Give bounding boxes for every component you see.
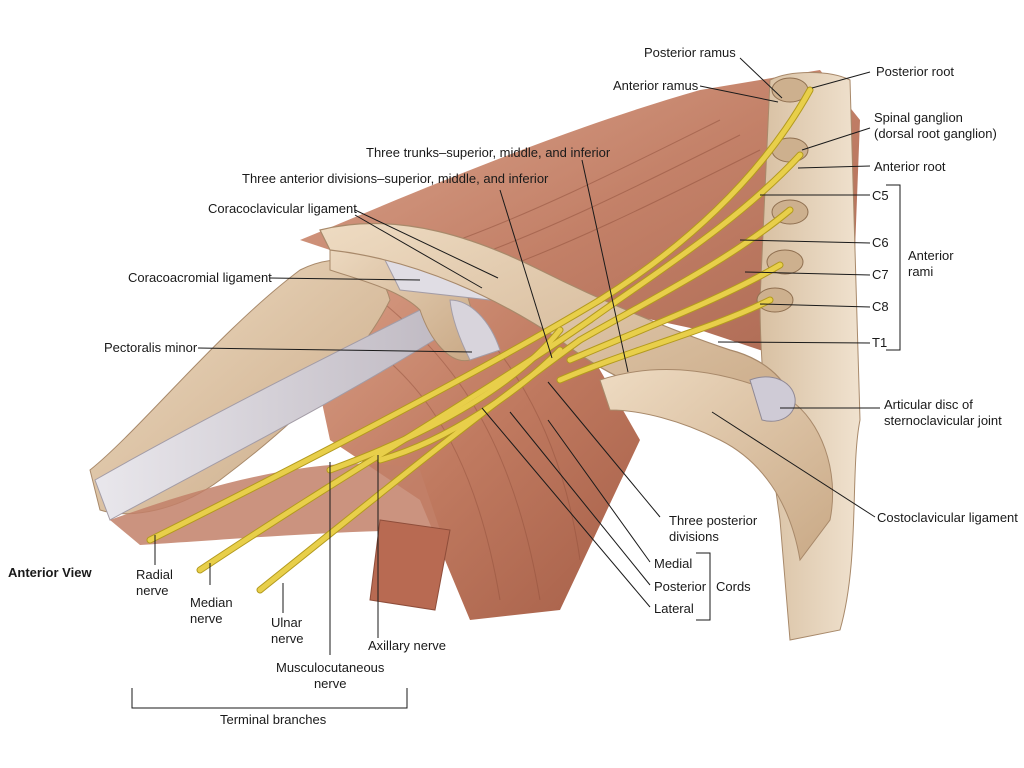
- label-spinal-ganglion: Spinal ganglion (dorsal root ganglion): [874, 110, 997, 141]
- arm-muscle-lower: [110, 463, 440, 545]
- leader-lines: [131, 57, 901, 709]
- label-radial-nerve: Radial nerve: [136, 567, 173, 598]
- label-coracoclavicular-ligament: Coracoclavicular ligament: [208, 201, 357, 216]
- label-ulnar-nerve: Ulnar nerve: [271, 615, 304, 646]
- pectoralis-minor-insertion: [449, 299, 501, 361]
- label-costoclavicular-ligament: Costoclavicular ligament: [877, 510, 1018, 525]
- label-anterior-root: Anterior root: [874, 159, 946, 174]
- label-t1: T1: [872, 335, 888, 350]
- label-articular-disc: Articular disc of sternoclavicular joint: [884, 397, 1002, 428]
- neck-muscles: [300, 70, 860, 380]
- label-lateral: Lateral: [654, 601, 694, 616]
- label-three-anterior-divisions: Three anterior divisions–superior, middl…: [242, 171, 549, 186]
- view-label: Anterior View: [8, 565, 92, 580]
- arm-muscle-cut: [369, 519, 451, 611]
- label-posterior: Posterior: [654, 579, 707, 594]
- sternoclavicular-joint: [749, 376, 796, 422]
- cervical-spine: [759, 72, 861, 641]
- label-c6: C6: [872, 235, 889, 250]
- label-anterior-rami: Anterior rami: [908, 248, 954, 279]
- label-cords: Cords: [716, 579, 751, 594]
- label-axillary-nerve: Axillary nerve: [368, 638, 447, 653]
- label-anterior-ramus: Anterior ramus: [613, 78, 699, 93]
- brachial-plexus-nerves: [146, 86, 814, 594]
- label-three-posterior-divisions: Three posterior divisions: [669, 513, 758, 544]
- label-posterior-ramus: Posterior ramus: [644, 45, 736, 60]
- label-c5: C5: [872, 188, 889, 203]
- label-median-nerve: Median nerve: [190, 595, 233, 626]
- label-c7: C7: [872, 267, 889, 282]
- label-terminal-branches: Terminal branches: [220, 712, 327, 727]
- label-coracoacromial-ligament: Coracoacromial ligament: [128, 270, 272, 285]
- label-posterior-root: Posterior root: [876, 64, 955, 79]
- label-musculocutaneous-nerve: Musculocutaneous nerve: [276, 660, 385, 691]
- label-c8: C8: [872, 299, 889, 314]
- label-medial: Medial: [654, 556, 693, 571]
- label-three-trunks: Three trunks–superior, middle, and infer…: [366, 145, 611, 160]
- label-pectoralis-minor: Pectoralis minor: [104, 340, 198, 355]
